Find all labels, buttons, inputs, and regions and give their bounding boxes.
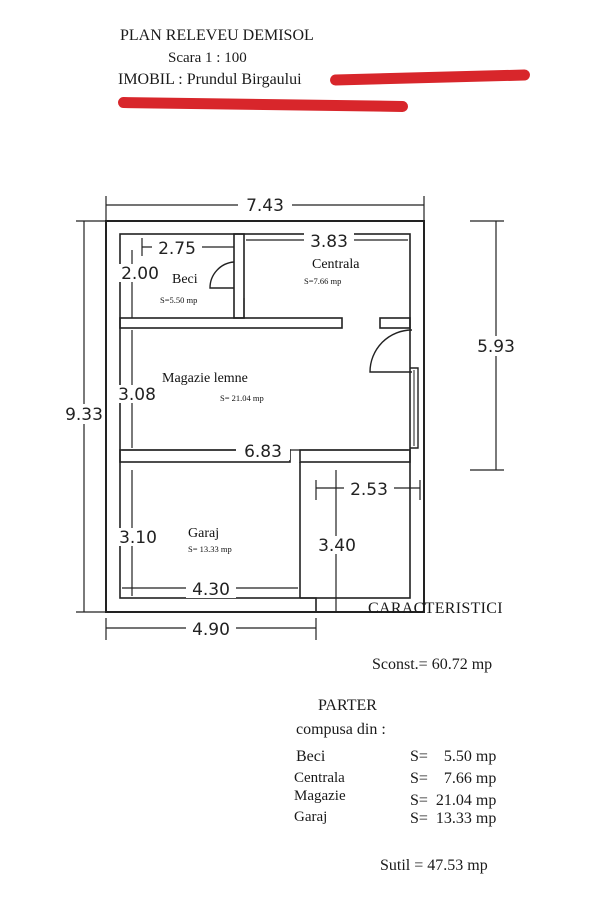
row-garaj-name: Garaj xyxy=(294,809,328,825)
dim-overall-height: 9.33 xyxy=(65,405,103,425)
wall-beci-centrala xyxy=(233,233,245,319)
plan-title: PLAN RELEVEU DEMISOL xyxy=(120,27,314,44)
characteristics-title: CARACTERISTICI xyxy=(368,600,503,617)
room-beci-name: Beci xyxy=(172,272,198,287)
room-magazie-area: S= 21.04 mp xyxy=(220,393,264,403)
window-right xyxy=(410,367,419,449)
outer-wall xyxy=(105,220,425,613)
row-centrala-value: S= 7.66 mp xyxy=(410,770,497,787)
dim-right-height: 5.93 xyxy=(477,337,515,357)
sconst-value: Sconst.= 60.72 mp xyxy=(372,656,493,673)
dim-beci-height: 2.00 xyxy=(121,264,159,284)
sutil-value: Sutil = 47.53 mp xyxy=(380,857,488,874)
wall-beci-magazie xyxy=(119,317,343,329)
dim-garaj-height-left: 3.10 xyxy=(119,528,157,548)
row-centrala-name: Centrala xyxy=(294,770,345,786)
door-beci xyxy=(209,261,235,289)
garaj-step xyxy=(299,462,317,612)
dim-overall-width: 7.43 xyxy=(246,196,284,216)
dim-magazie-height: 3.08 xyxy=(118,385,156,405)
room-centrala-name: Centrala xyxy=(312,257,360,272)
door-magazie xyxy=(369,329,413,373)
compusa-label: compusa din : xyxy=(296,721,386,738)
wall-stub xyxy=(379,317,411,329)
room-magazie-name: Magazie lemne xyxy=(162,371,248,386)
dim-beci-width: 2.75 xyxy=(158,239,196,259)
dim-centrala-width: 3.83 xyxy=(310,232,348,252)
room-beci-area: S=5.50 mp xyxy=(160,295,197,305)
inner-wall xyxy=(119,233,411,599)
room-centrala-area: S=7.66 mp xyxy=(304,276,341,286)
dim-magazie-width: 6.83 xyxy=(244,442,282,462)
imobil-label: IMOBIL : Prundul Birgaului xyxy=(118,71,302,88)
dim-garaj-inner-width: 4.30 xyxy=(192,580,230,600)
row-beci-value: S= 5.50 mp xyxy=(410,748,497,765)
wall-magazie-garaj-right xyxy=(299,449,411,463)
parter-label: PARTER xyxy=(318,697,377,714)
dim-step-width: 2.53 xyxy=(350,480,388,500)
row-garaj-value: S= 13.33 mp xyxy=(410,810,497,827)
room-garaj-name: Garaj xyxy=(188,526,219,541)
room-garaj-area: S= 13.33 mp xyxy=(188,544,232,554)
dim-garaj-outer-width: 4.90 xyxy=(192,620,230,640)
row-magazie-name: Magazie xyxy=(294,788,346,804)
row-magazie-value: S= 21.04 mp xyxy=(410,792,497,809)
scale-label: Scara 1 : 100 xyxy=(168,50,247,66)
dim-garaj-height-right: 3.40 xyxy=(318,536,356,556)
row-beci-name: Beci xyxy=(296,748,326,765)
